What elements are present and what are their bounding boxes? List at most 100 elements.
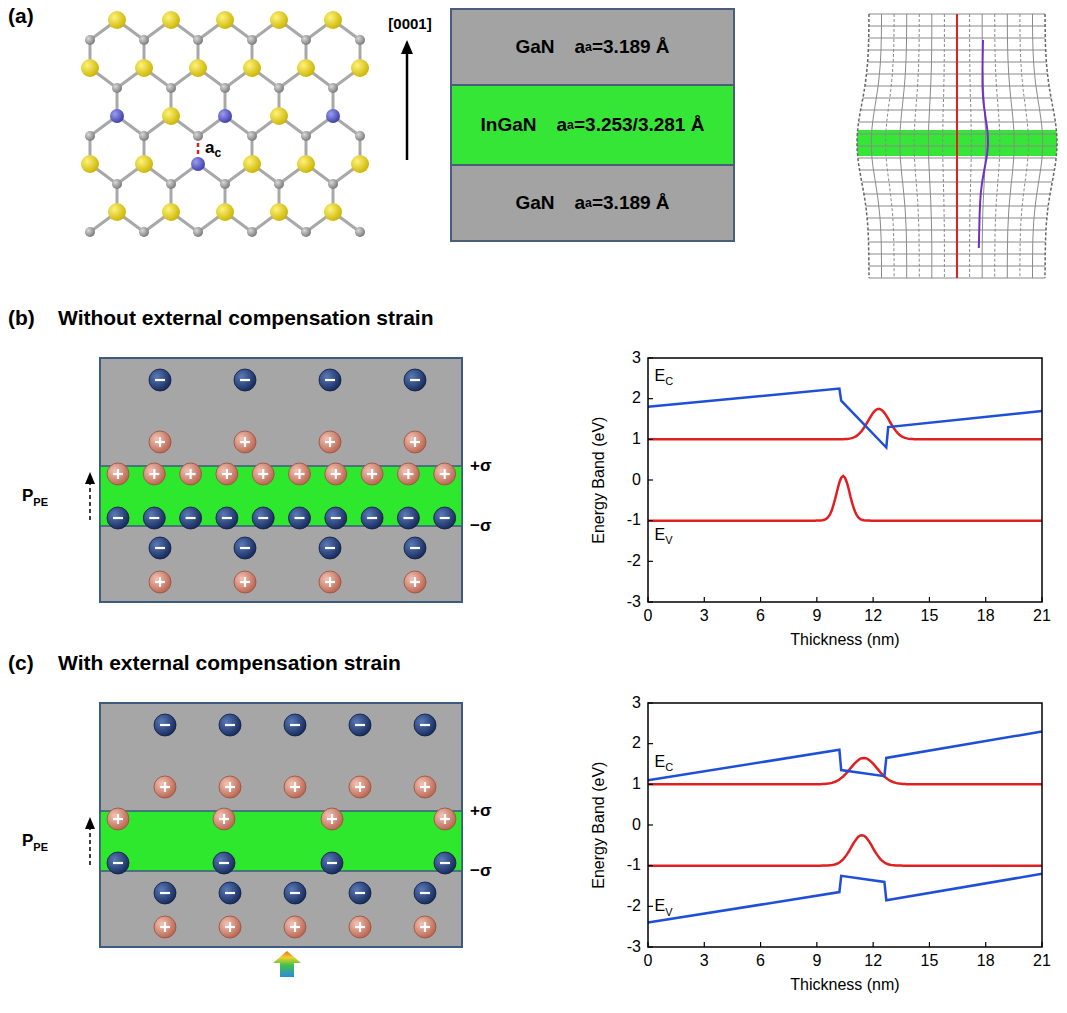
charge-sign [240, 379, 250, 381]
charge-circle [107, 808, 129, 830]
charge-circle [361, 507, 383, 529]
charge-sign [444, 469, 446, 479]
charge-circle [284, 916, 306, 938]
negative-charge [325, 507, 347, 529]
charge-sign [329, 437, 331, 447]
ga-atom [189, 59, 207, 77]
axis-title: Thickness (nm) [790, 631, 899, 649]
wavefunction-curve [648, 835, 1042, 866]
lattice-label: a [205, 138, 214, 158]
ga-atom [297, 155, 315, 173]
tick-mark [816, 942, 817, 947]
positive-charge [321, 808, 343, 830]
lattice-value: =3.189 Å [592, 36, 670, 58]
tick-label: 15 [921, 607, 939, 625]
positive-charge [154, 916, 176, 938]
grid-line [1045, 14, 1057, 278]
charge-sign [410, 379, 420, 381]
tick-mark [648, 398, 653, 399]
tick-mark [648, 906, 653, 907]
positive-charge [319, 431, 341, 453]
grid-line [928, 14, 931, 278]
charge-circle [149, 537, 171, 559]
charge-sign [294, 922, 296, 932]
charge-sign [331, 814, 333, 824]
charge-circle [219, 916, 241, 938]
ga-atom [81, 59, 99, 77]
negative-charge [289, 507, 311, 529]
negative-charge [107, 852, 129, 874]
layer-box: GaNaa=3.189 Å [450, 8, 735, 86]
n-atom [112, 179, 122, 189]
positive-charge [349, 916, 371, 938]
charge-sign [153, 469, 155, 479]
tick-mark [648, 601, 653, 602]
charge-sign [186, 517, 196, 519]
charge-circle [107, 852, 129, 874]
tick-label: 1 [632, 430, 641, 448]
panel-letter: (a) [8, 4, 34, 28]
grid-line [1007, 14, 1014, 278]
layer-box: InGaNaa=3.253/3.281 Å [450, 86, 735, 164]
tick-mark [648, 946, 653, 947]
ga-atom [351, 59, 369, 77]
negative-charge [180, 507, 202, 529]
n-atom [85, 131, 95, 141]
charge-circle [219, 714, 241, 736]
positive-charge [404, 431, 426, 453]
charge-circle [397, 507, 419, 529]
in-atom [326, 109, 340, 123]
tick-mark [873, 597, 874, 602]
charge-sign [159, 437, 161, 447]
ga-atom [81, 155, 99, 173]
polarization-arrow [89, 827, 91, 865]
positive-charge [219, 916, 241, 938]
charge-sign [414, 577, 416, 587]
n-atom [139, 227, 149, 237]
negative-charge [404, 537, 426, 559]
n-atom [328, 83, 338, 93]
band-label: C [665, 375, 673, 388]
n-atom [355, 35, 365, 45]
negative-charge [234, 369, 256, 391]
gan-layer [100, 703, 462, 947]
charge-circle [234, 369, 256, 391]
charge-sign [164, 922, 166, 932]
charge-sign [331, 517, 341, 519]
charge-sign [155, 547, 165, 549]
reference-line [956, 14, 958, 278]
tick-label: 3 [700, 607, 709, 625]
charge-sign [113, 517, 123, 519]
positive-charge [107, 463, 129, 485]
in-atom [110, 109, 124, 123]
lattice-value: a [557, 114, 568, 136]
charge-circle [252, 463, 274, 485]
n-atom [193, 35, 203, 45]
tick-mark [760, 597, 761, 602]
tick-mark [648, 702, 653, 703]
charge-sign [440, 862, 450, 864]
n-atom [247, 131, 257, 141]
charge-circle [414, 776, 436, 798]
band-label: V [665, 906, 672, 919]
tick-label: 2 [632, 389, 641, 407]
ga-atom [351, 155, 369, 173]
charge-sign [160, 892, 170, 894]
negative-charge [319, 537, 341, 559]
positive-charge [434, 463, 456, 485]
wavefunction-curve [648, 409, 1042, 440]
n-atom [355, 131, 365, 141]
charge-sign [359, 782, 361, 792]
charge-sign [424, 782, 426, 792]
charge-circle [349, 882, 371, 904]
charge-sign [325, 379, 335, 381]
charge-circle [404, 369, 426, 391]
positive-charge [397, 463, 419, 485]
charge-circle [349, 776, 371, 798]
tick-mark [704, 942, 705, 947]
tick-mark [929, 597, 930, 602]
polarization-label: P [22, 486, 33, 506]
charge-circle [434, 852, 456, 874]
charge-circle [216, 463, 238, 485]
polarization-label: PE [33, 496, 48, 509]
